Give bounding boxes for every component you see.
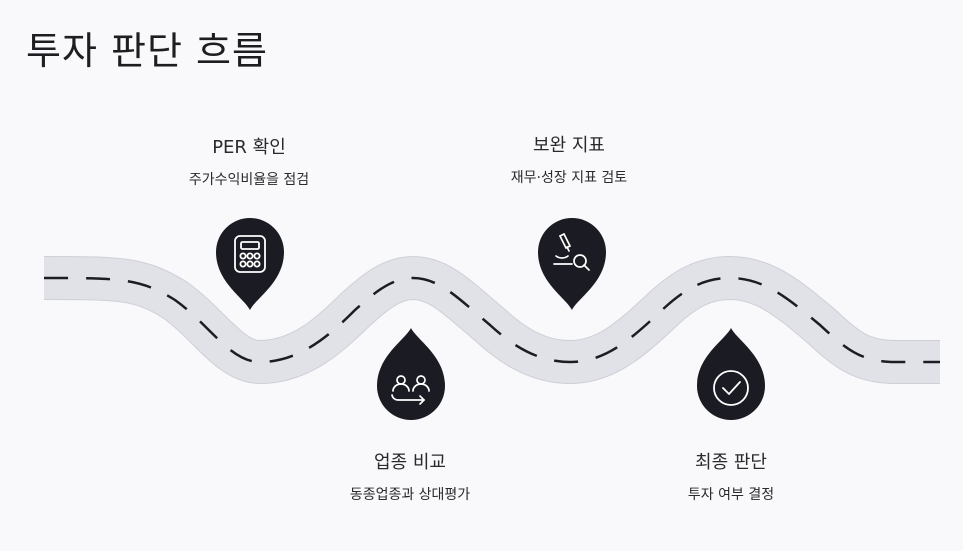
step-4-pin [697, 328, 765, 420]
page-title: 투자 판단 흐름 [26, 29, 268, 73]
step-1-pin [216, 218, 284, 310]
road [43, 256, 940, 384]
step-4-label: 최종 판단 투자 여부 결정 [611, 448, 851, 504]
step-1-title: PER 확인 [212, 137, 286, 158]
check-circle-icon [713, 370, 749, 406]
step-3-label: 보완 지표 재무·성장 지표 검토 [449, 131, 689, 187]
step-2-label: 업종 비교 동종업종과 상대평가 [290, 448, 530, 504]
step-3-title: 보완 지표 [533, 135, 605, 156]
step-3-subtitle: 재무·성장 지표 검토 [510, 170, 628, 186]
road-center-line [43, 276, 940, 364]
peer-exchange-icon [391, 375, 430, 405]
calculator-icon [234, 235, 266, 273]
step-2-pin [377, 328, 445, 420]
step-1-label: PER 확인 주가수익비율을 점검 [129, 133, 369, 189]
microscope-search-icon [553, 232, 590, 271]
step-2-subtitle: 동종업종과 상대평가 [349, 487, 471, 503]
step-1-subtitle: 주가수익비율을 점검 [188, 172, 310, 188]
step-4-title: 최종 판단 [695, 452, 767, 473]
step-4-subtitle: 투자 여부 결정 [687, 487, 775, 503]
step-3-pin [538, 218, 606, 310]
step-2-title: 업종 비교 [374, 452, 446, 473]
